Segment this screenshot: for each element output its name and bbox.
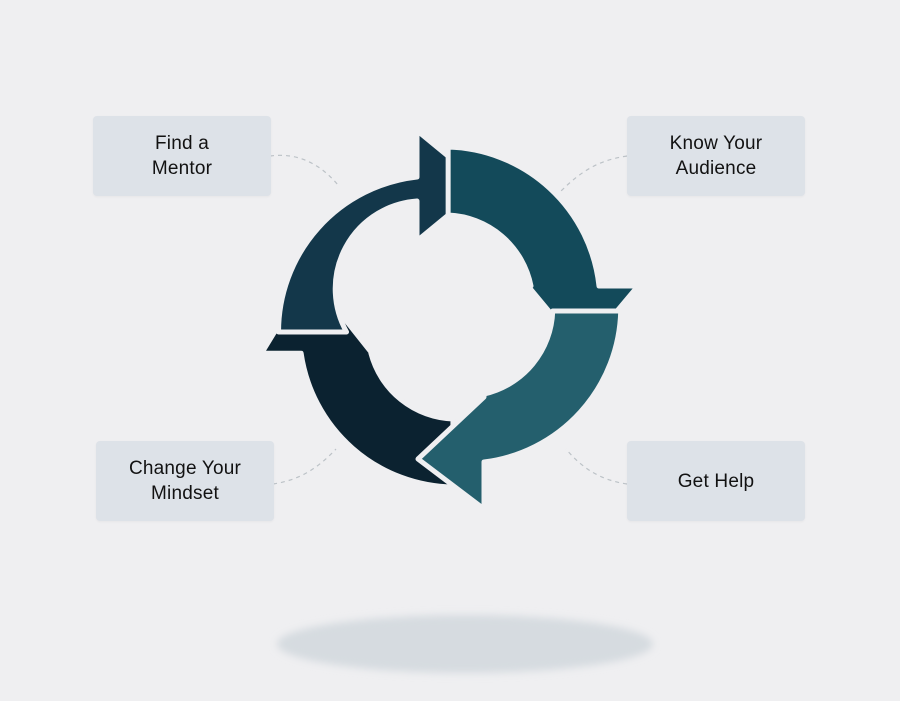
label-know-audience-text: Know Your Audience xyxy=(669,133,763,179)
connector-change-mindset xyxy=(272,448,337,485)
connector-find-mentor xyxy=(269,154,339,186)
arrow-know-audience-stage xyxy=(445,144,641,355)
label-get-help-text: Get Help xyxy=(677,470,755,492)
label-get-help: Get Help xyxy=(627,441,805,521)
floor-shadow xyxy=(277,615,653,673)
label-find-mentor-text: Find a Mentor xyxy=(151,133,213,179)
label-know-audience: Know Your Audience xyxy=(627,116,805,196)
label-change-mindset-text: Change Your Mindset xyxy=(128,458,242,504)
connector-know-audience xyxy=(559,155,628,193)
arrow-get-help-stage xyxy=(415,308,624,512)
label-find-mentor: Find a Mentor xyxy=(93,116,271,196)
label-change-mindset: Change Your Mindset xyxy=(96,441,274,521)
arrow-find-mentor-stage xyxy=(276,128,487,335)
connector-get-help xyxy=(565,448,628,485)
